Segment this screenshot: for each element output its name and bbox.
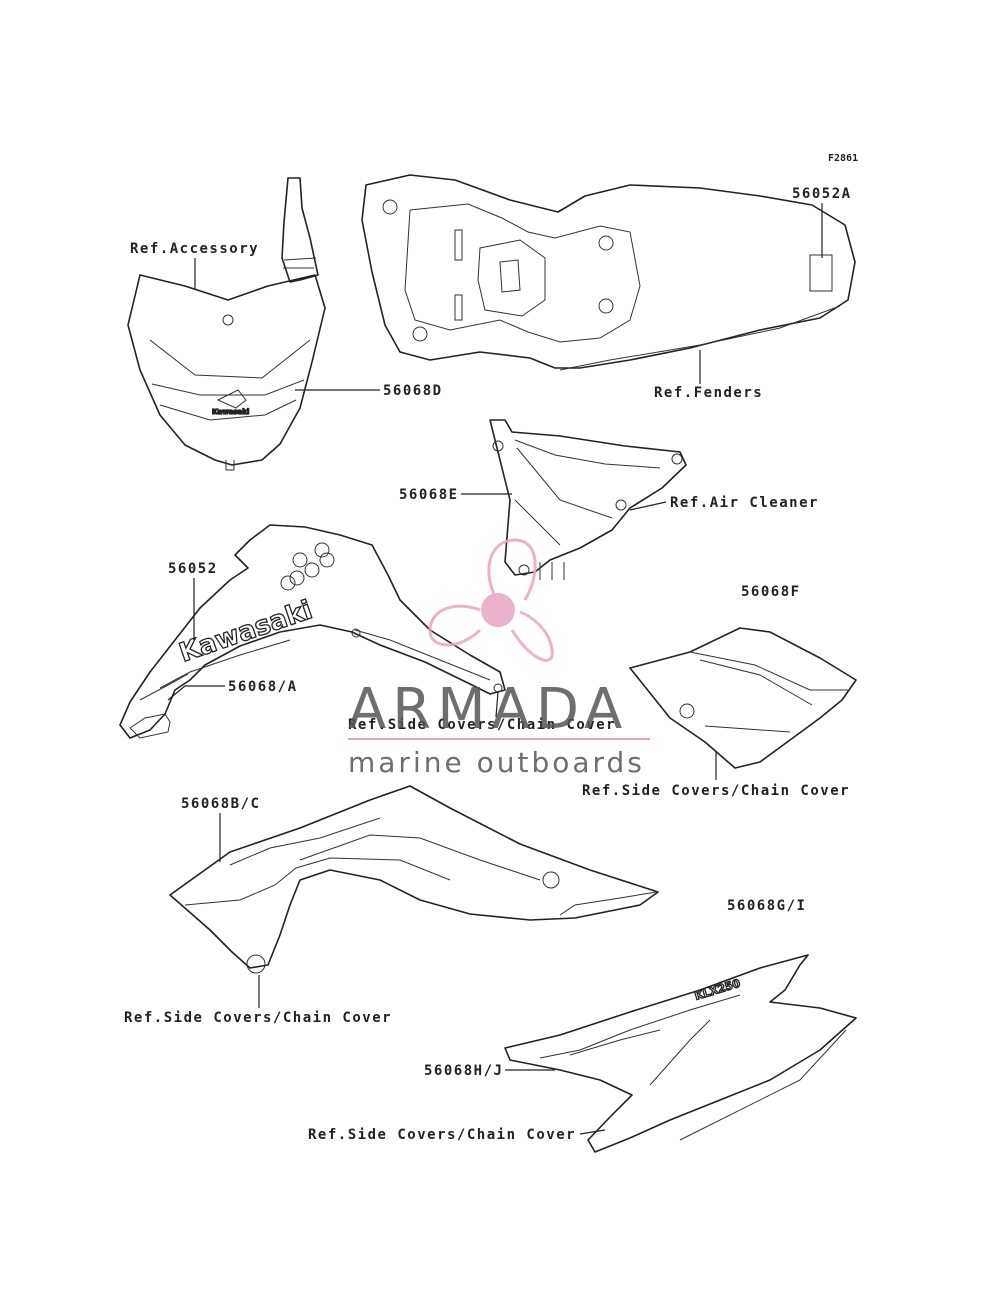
watermark-title: ARMADA xyxy=(348,677,628,742)
headlight-cover-part xyxy=(127,177,326,471)
label-56068A: 56068/A xyxy=(228,679,298,695)
leader-ref-side-covers-1 xyxy=(495,691,499,718)
air-cleaner-cover-part xyxy=(489,419,687,580)
label-ref-side-covers-1: Ref.Side Covers/Chain Cover xyxy=(348,717,616,733)
label-56068GI: 56068G/I xyxy=(727,898,806,914)
label-ref-side-covers-4: Ref.Side Covers/Chain Cover xyxy=(308,1127,576,1143)
watermark-divider xyxy=(348,738,650,740)
leader-ref-air-cleaner xyxy=(629,501,667,511)
label-ref-side-covers-2: Ref.Side Covers/Chain Cover xyxy=(582,783,850,799)
label-56052A: 56052A xyxy=(792,186,852,202)
label-ref-side-covers-3: Ref.Side Covers/Chain Cover xyxy=(124,1010,392,1026)
propeller-blade-left-icon xyxy=(428,604,482,647)
leader-56068A xyxy=(167,685,225,701)
watermark-subtitle: marine outboards xyxy=(348,746,645,779)
label-56068E: 56068E xyxy=(399,487,459,503)
armada-watermark-logo xyxy=(428,538,554,662)
leader-ref-side-covers-4 xyxy=(579,1129,606,1135)
propeller-blade-top-icon xyxy=(487,538,537,606)
side-cover-bc-part xyxy=(169,785,659,974)
figure-code: F2861 xyxy=(828,153,858,164)
label-56068D: 56068D xyxy=(383,383,443,399)
model-decal: KLX250 xyxy=(693,977,742,1003)
label-56068BC: 56068B/C xyxy=(181,796,260,812)
label-ref-accessory: Ref.Accessory xyxy=(130,241,259,257)
kawasaki-small-decal: Kawasaki xyxy=(212,408,249,416)
small-side-cover-part xyxy=(629,627,857,769)
kawasaki-decal: Kawasaki xyxy=(176,595,317,668)
label-56068F: 56068F xyxy=(741,584,801,600)
rear-fender-part xyxy=(361,174,856,371)
label-56052: 56052 xyxy=(168,561,218,577)
radiator-shroud-part xyxy=(119,524,506,739)
propeller-blade-right-icon xyxy=(510,610,554,662)
label-ref-air-cleaner: Ref.Air Cleaner xyxy=(670,495,819,511)
label-56068HJ: 56068H/J xyxy=(424,1063,503,1079)
number-plate-part xyxy=(504,954,857,1153)
propeller-hub-icon xyxy=(481,593,515,627)
label-ref-fenders: Ref.Fenders xyxy=(654,385,763,401)
